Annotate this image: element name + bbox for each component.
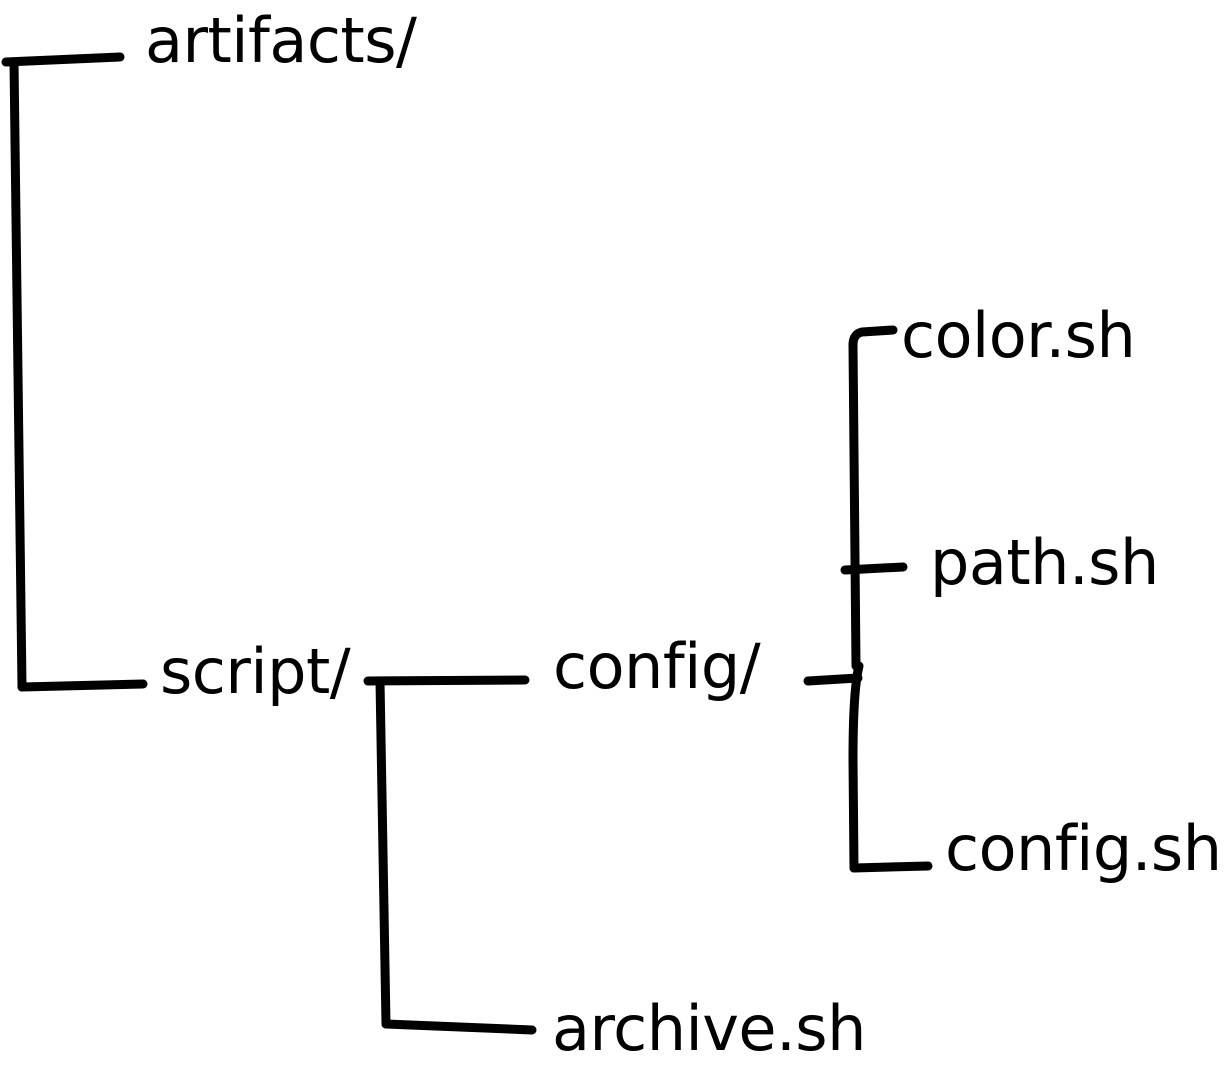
file-label-color-sh[interactable]: color.sh <box>901 299 1136 372</box>
connector-archive-sh <box>381 1019 537 1035</box>
connector-script <box>17 679 148 692</box>
file-label-path-sh[interactable]: path.sh <box>930 526 1159 599</box>
connector-color-sh <box>848 325 898 350</box>
connector-path-sh <box>840 562 908 575</box>
connector-config-stub <box>803 673 863 686</box>
file-label-archive-sh[interactable]: archive.sh <box>552 992 866 1065</box>
connector-config-dir <box>363 675 530 686</box>
folder-label-script[interactable]: script/ <box>160 635 351 708</box>
connector-artifacts <box>1 52 125 67</box>
file-label-config-sh[interactable]: config.sh <box>945 812 1222 885</box>
folder-label-artifacts[interactable]: artifacts/ <box>145 4 417 77</box>
connector-config-trunk-lower <box>848 661 864 873</box>
folder-label-config[interactable]: config/ <box>553 630 761 703</box>
connector-config-sh <box>849 861 933 873</box>
connector-config-trunk-upper <box>848 340 861 671</box>
connector-root-trunk <box>9 57 27 692</box>
connector-script-trunk <box>375 676 391 1029</box>
